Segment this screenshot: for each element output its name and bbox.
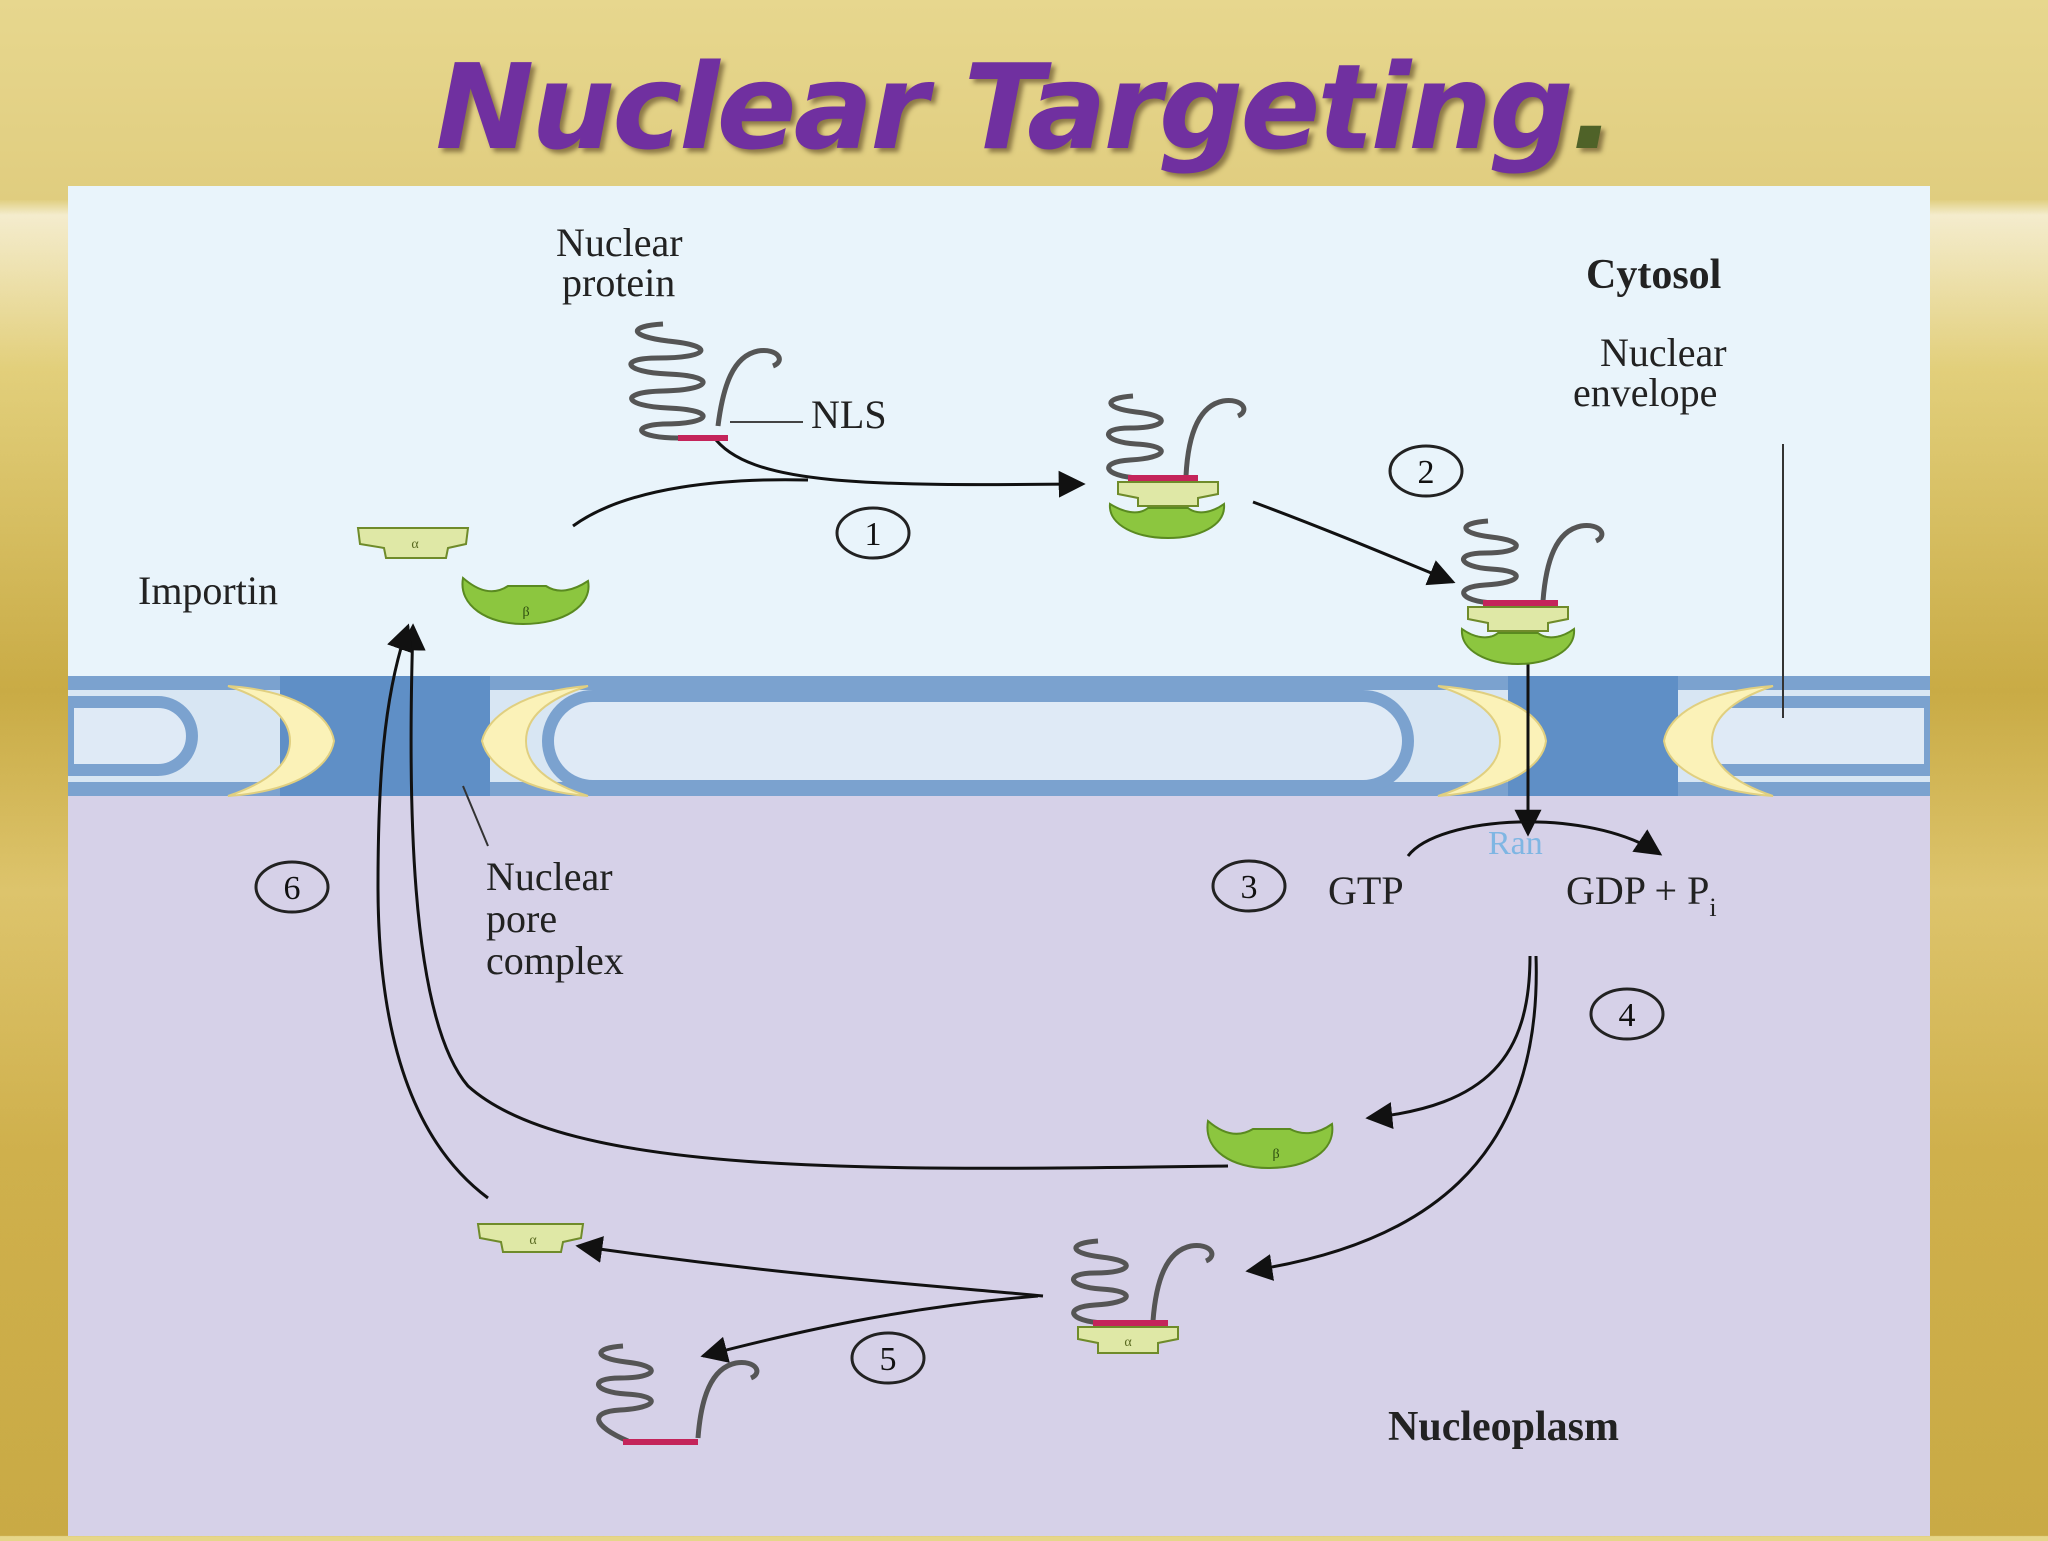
importin-beta-symbol-2: β: [1272, 1147, 1279, 1162]
step-1-marker: [835, 506, 911, 560]
pi-subscript: i: [1709, 893, 1716, 922]
arrow-ran-gtp-to-gdp: [1406, 820, 1663, 857]
arrow-step-4-beta: [1365, 955, 1532, 1130]
importin-nuclear-protein-complex-2: [1460, 518, 1605, 666]
arrow-protein-release: [700, 1294, 1039, 1363]
step-2-marker: [1388, 444, 1464, 498]
pathway-arrows: [376, 435, 1663, 1363]
nuclear-pore-right: [1437, 676, 1774, 797]
nuclear-pore-label-line1: Nuclear: [486, 854, 613, 899]
step-4-marker: [1589, 987, 1665, 1041]
step-5-number: 5: [880, 1341, 897, 1378]
nuclear-protein-label-line2: protein: [562, 260, 675, 305]
step-5-marker: [850, 1331, 926, 1385]
step-numbers: 1 2 3 4 5 6: [284, 454, 1636, 1378]
nuclear-targeting-figure: α β β α α 1 2 3 4 5: [62, 186, 1936, 1536]
nuclear-envelope-label-line1: Nuclear: [1600, 330, 1727, 375]
nuclear-envelope-label-line2: envelope: [1573, 370, 1717, 415]
slide-title: Nuclear Targeting.: [0, 38, 2048, 176]
importin-label: Importin: [138, 568, 278, 613]
gtp-label: GTP: [1328, 868, 1404, 913]
nucleoplasm-region: [68, 676, 1930, 1536]
importin-alpha-symbol: α: [411, 537, 419, 552]
arrow-step-2: [1252, 500, 1456, 586]
step-3-marker: [1211, 859, 1287, 913]
step-1-number: 1: [865, 516, 882, 553]
ran-label: Ran: [1488, 825, 1543, 862]
importin-alpha-nucleoplasm: α: [476, 1223, 585, 1253]
step-6-number: 6: [284, 870, 301, 907]
nuclear-pore-left: [227, 676, 589, 797]
step-markers: [254, 444, 1665, 1385]
importin-alpha-symbol-2: α: [529, 1233, 537, 1248]
nls-label: NLS: [811, 392, 887, 437]
importin-alpha-symbol-3: α: [1124, 1335, 1132, 1350]
gdp-pi-label: GDP + Pi: [1566, 868, 1717, 922]
nuclear-pore-label-line2: pore: [486, 896, 557, 941]
alpha-nuclear-protein-complex: α: [1070, 1238, 1215, 1354]
importin-alpha-cytosol: α: [356, 527, 470, 559]
arrow-beta-return: [398, 623, 1229, 1170]
nucleoplasm-label: Nucleoplasm: [1388, 1404, 1619, 1450]
slide-title-period: .: [1570, 38, 1616, 176]
step-4-number: 4: [1619, 997, 1636, 1034]
step-2-number: 2: [1418, 454, 1435, 491]
importin-beta-nucleoplasm: β: [1206, 1119, 1334, 1170]
step-6-marker: [254, 860, 330, 914]
title-band: [0, 0, 2048, 200]
arrow-importin-to-complex: [572, 478, 809, 528]
nuclear-protein-released: [595, 1343, 760, 1445]
pore-pointer-line: [462, 785, 489, 847]
arrow-step-4-alpha: [1245, 955, 1538, 1281]
importin-beta-cytosol: β: [461, 576, 590, 626]
arrow-nls-to-complex: [711, 435, 1086, 498]
nuclear-pore-label-line3: complex: [486, 938, 624, 983]
arrow-alpha-return: [376, 623, 489, 1200]
step-3-number: 3: [1241, 869, 1258, 906]
cytosol-label: Cytosol: [1586, 252, 1721, 298]
gdp-pi-text: GDP + P: [1566, 868, 1709, 913]
importin-nuclear-protein-complex-1: [1105, 393, 1247, 540]
nuclear-protein-label-line1: Nuclear: [556, 220, 683, 265]
slide-title-text: Nuclear Targeting: [435, 38, 1573, 176]
arrow-alpha-release: [575, 1236, 1044, 1298]
cytosol-region: [68, 186, 1930, 676]
importin-beta-symbol: β: [522, 605, 529, 620]
nuclear-protein-free: [628, 321, 803, 441]
